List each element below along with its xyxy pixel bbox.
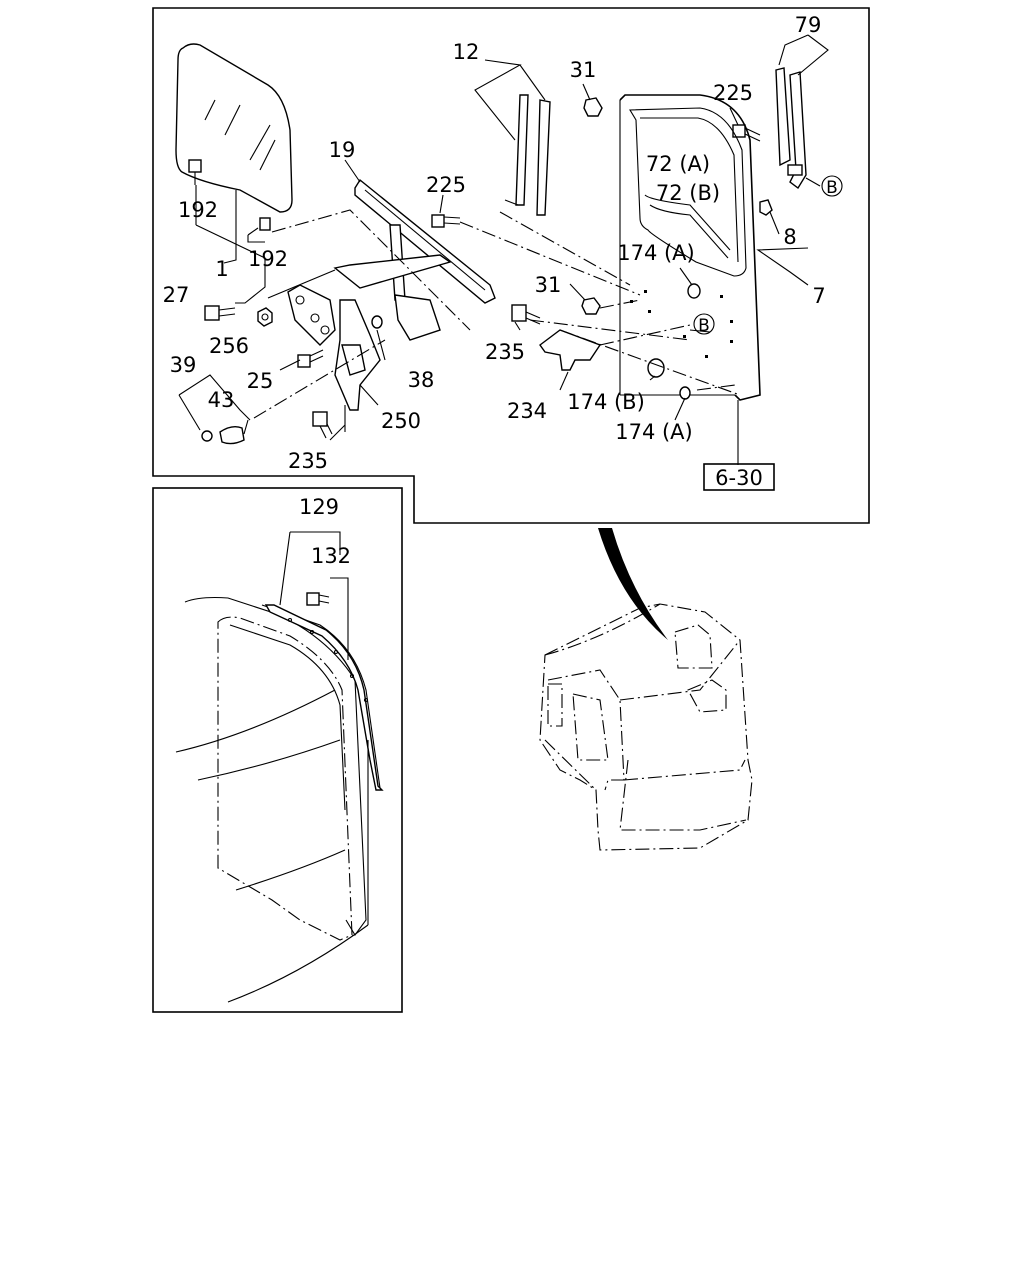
- label-225-right: 225: [713, 81, 753, 105]
- plug-174a-upper: [687, 283, 701, 299]
- circle-b-upper-label: B: [826, 178, 838, 198]
- door-holes: [630, 290, 733, 358]
- label-31-lower: 31: [535, 273, 562, 297]
- regulator-rail: [333, 178, 496, 341]
- label-192-right: 192: [248, 247, 288, 271]
- part-labels: 12 31 79 225 19 225 72 (A) 72 (B) 192 19…: [163, 13, 826, 568]
- main-frame: [152, 7, 870, 524]
- channel-79: [775, 67, 807, 190]
- label-174b: 174 (B): [567, 390, 645, 414]
- label-129: 129: [299, 495, 339, 519]
- nut-256: [257, 307, 273, 327]
- door-glass: [175, 43, 293, 213]
- label-225-center: 225: [426, 173, 466, 197]
- bolt-25: [297, 349, 324, 368]
- glass-clip-192b: [259, 217, 271, 231]
- label-39: 39: [170, 353, 197, 377]
- bolt-235-left: [312, 411, 333, 439]
- plug-174b: [647, 358, 665, 378]
- bolt-235-center: [511, 304, 541, 325]
- label-38: 38: [408, 368, 435, 392]
- bracket-250: [334, 299, 381, 411]
- circle-b-lower-label: B: [698, 316, 710, 336]
- ref-box-label: 6-30: [715, 466, 763, 490]
- label-12: 12: [453, 40, 480, 64]
- label-234: 234: [507, 399, 547, 423]
- label-31-upper: 31: [570, 58, 597, 82]
- detail-door-frame: [175, 596, 384, 1003]
- glass-clip-192a: [188, 159, 202, 185]
- leader-lines: [178, 34, 829, 465]
- label-235-left: 235: [288, 449, 328, 473]
- circle-b-lower: B: [693, 313, 715, 336]
- bolt-27: [204, 305, 236, 321]
- clip-8: [759, 199, 773, 216]
- label-79: 79: [795, 13, 822, 37]
- glass-run-channel-12: [504, 94, 551, 216]
- regulator-base: [287, 284, 336, 346]
- ref-box-6-30[interactable]: 6-30: [703, 463, 775, 491]
- label-256: 256: [209, 334, 249, 358]
- handle-39-43: [201, 419, 249, 445]
- detail-leaders: [279, 531, 349, 660]
- washer-38: [371, 315, 383, 329]
- label-192-left: 192: [178, 198, 218, 222]
- spacer-31a: [583, 97, 603, 117]
- spacer-31b: [581, 297, 601, 315]
- circle-b-upper: B: [821, 175, 843, 198]
- label-27: 27: [163, 283, 190, 307]
- pointer-arrow: [598, 528, 668, 640]
- label-235-center: 235: [485, 340, 525, 364]
- label-174a-lower: 174 (A): [615, 420, 693, 444]
- cab-overview: [539, 603, 753, 851]
- door-panel-7: [619, 94, 761, 401]
- label-132: 132: [311, 544, 351, 568]
- label-43: 43: [208, 388, 235, 412]
- label-72a: 72 (A): [646, 152, 710, 176]
- label-7: 7: [812, 284, 825, 308]
- label-1: 1: [215, 257, 228, 281]
- bolt-225-right: [732, 124, 761, 142]
- detail-frame: [152, 487, 403, 1013]
- label-174a-upper: 174 (A): [617, 241, 695, 265]
- plug-174a-lower: [679, 386, 691, 400]
- label-25: 25: [247, 369, 274, 393]
- label-8: 8: [783, 225, 796, 249]
- label-72b: 72 (B): [656, 181, 720, 205]
- bolt-225-center: [431, 214, 461, 228]
- label-250: 250: [381, 409, 421, 433]
- screw-132: [306, 592, 330, 606]
- label-19: 19: [329, 138, 356, 162]
- bracket-234: [539, 329, 602, 371]
